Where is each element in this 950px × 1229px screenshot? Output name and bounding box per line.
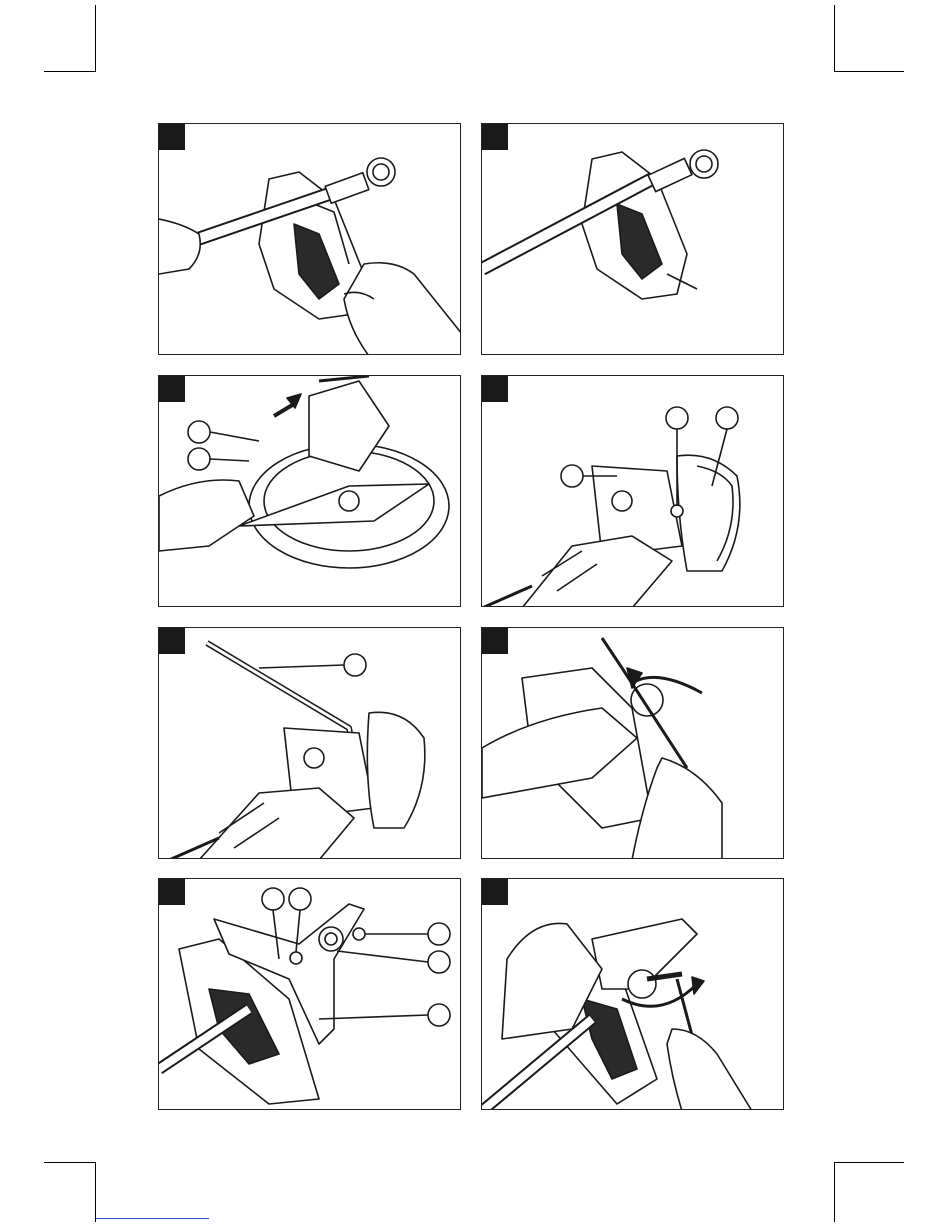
illustration-hex-key-turn [482, 628, 784, 859]
illustration-nut-tighten [482, 879, 784, 1110]
illustration-blade-placement [159, 376, 461, 607]
illustration-guard-install-hands [159, 124, 461, 355]
illustration-hex-key-insert [159, 628, 461, 859]
crop-mark [834, 71, 904, 72]
crop-mark [44, 71, 96, 72]
footer-underline [96, 1218, 209, 1219]
figure-panel-5 [158, 627, 461, 859]
crop-mark [834, 1162, 904, 1163]
figure-panel-7 [158, 878, 461, 1110]
crop-mark [834, 5, 835, 72]
illustration-guard-installed [482, 124, 784, 355]
crop-mark [95, 5, 96, 72]
crop-mark [44, 1162, 96, 1163]
crop-mark [834, 1162, 835, 1222]
illustration-gearhead-parts [482, 376, 784, 607]
illustration-blade-assembly-exploded [159, 879, 461, 1110]
figure-panel-6 [481, 627, 784, 859]
figure-panel-1 [158, 123, 461, 355]
crop-mark [95, 1162, 96, 1222]
figure-panel-3 [158, 375, 461, 607]
figure-panel-2 [481, 123, 784, 355]
figure-panel-8 [481, 878, 784, 1110]
figure-panel-4 [481, 375, 784, 607]
